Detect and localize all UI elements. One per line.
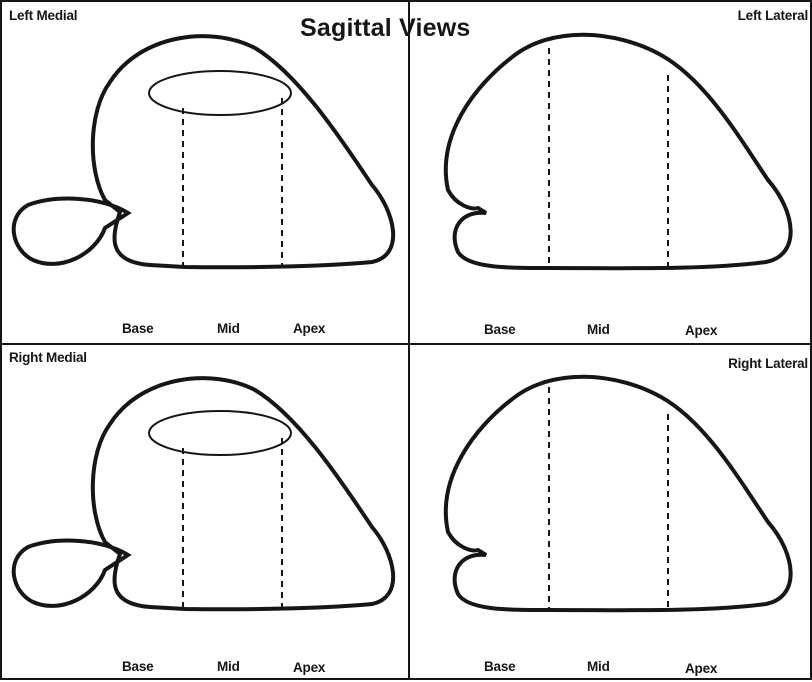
apex-label: Apex: [685, 661, 717, 676]
panel-right-lateral: Right Lateral Base Mid Apex: [406, 342, 812, 682]
breast-outline: [446, 377, 791, 610]
chest-wall-ellipse: [149, 411, 291, 455]
panel-right-medial: Right Medial Base Mid Apex: [0, 342, 406, 682]
base-label: Base: [122, 659, 153, 674]
base-label: Base: [122, 321, 153, 336]
medial-breast-outline: [0, 0, 406, 340]
mid-label: Mid: [217, 321, 240, 336]
panel-left-medial: Left Medial Base Mid Apex: [0, 0, 406, 340]
lateral-breast-outline: [406, 342, 812, 682]
mid-label: Mid: [217, 659, 240, 674]
apex-label: Apex: [293, 321, 325, 336]
apex-label: Apex: [685, 323, 717, 338]
nipple-lobe-outline: [14, 541, 128, 606]
base-label: Base: [484, 659, 515, 674]
breast-outline: [446, 35, 791, 268]
base-label: Base: [484, 322, 515, 337]
lateral-breast-outline: [406, 0, 812, 340]
panel-left-lateral: Left Lateral Base Mid Apex: [406, 0, 812, 340]
apex-label: Apex: [293, 660, 325, 675]
mid-label: Mid: [587, 322, 610, 337]
chest-wall-ellipse: [149, 71, 291, 115]
medial-breast-outline: [0, 342, 406, 682]
breast-outline: [93, 36, 393, 267]
nipple-lobe-outline: [14, 199, 128, 264]
mid-label: Mid: [587, 659, 610, 674]
